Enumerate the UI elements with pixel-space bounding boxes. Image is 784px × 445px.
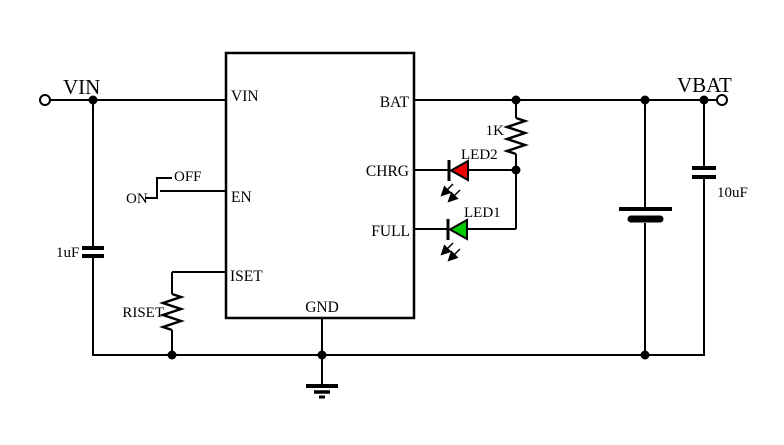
battery-cell	[619, 100, 672, 360]
ic-pin-en-label: EN	[231, 189, 252, 206]
chrg-led: LED2	[414, 147, 521, 203]
ground-branch	[306, 318, 338, 399]
ic-pin-full-label: FULL	[371, 223, 410, 240]
output-capacitor: 10uF	[692, 100, 748, 356]
full-led: LED1	[414, 205, 516, 262]
charger-ic: VIN EN ISET BAT CHRG FULL GND	[224, 51, 416, 320]
ic-pin-gnd-label: GND	[305, 299, 339, 316]
enable-switch: ON OFF	[126, 169, 226, 207]
switch-on-label: ON	[126, 191, 148, 207]
led2-label: LED2	[461, 147, 498, 163]
iset-resistor: RISET	[122, 271, 226, 360]
bat-output-branch: VBAT	[414, 73, 732, 106]
ic-pin-chrg-label: CHRG	[366, 163, 409, 180]
ic-body	[224, 51, 416, 320]
vin-label: VIN	[63, 75, 100, 99]
led1-diode-icon	[447, 218, 468, 241]
pullup-resistor-label: 1K	[486, 123, 505, 139]
resistor-zigzag-icon	[159, 292, 185, 332]
vin-input-branch: VIN	[39, 75, 226, 106]
vbat-terminal-icon	[716, 94, 728, 106]
riset-label: RISET	[122, 305, 164, 321]
led2-diode-icon	[448, 159, 469, 182]
vin-terminal-icon	[39, 94, 51, 106]
led-emission-arrow-icon	[440, 242, 454, 256]
junction-dot	[640, 350, 650, 360]
led1-label: LED1	[464, 205, 501, 221]
led-pullup-resistor: 1K	[486, 100, 529, 170]
resistor-zigzag-icon	[503, 116, 529, 156]
switch-off-label: OFF	[174, 169, 202, 185]
led-emission-arrow-icon	[447, 189, 461, 203]
led-emission-arrow-icon	[440, 183, 454, 197]
ic-pin-bat-label: BAT	[380, 94, 410, 111]
ic-pin-vin-label: VIN	[231, 88, 259, 105]
led-emission-arrow-icon	[447, 248, 461, 262]
switch-step-icon	[145, 177, 172, 199]
vbat-label: VBAT	[677, 73, 732, 97]
ic-pin-iset-label: ISET	[230, 268, 263, 285]
input-capacitor: 1uF	[56, 100, 104, 356]
output-cap-label: 10uF	[717, 185, 748, 201]
input-cap-label: 1uF	[56, 245, 79, 261]
